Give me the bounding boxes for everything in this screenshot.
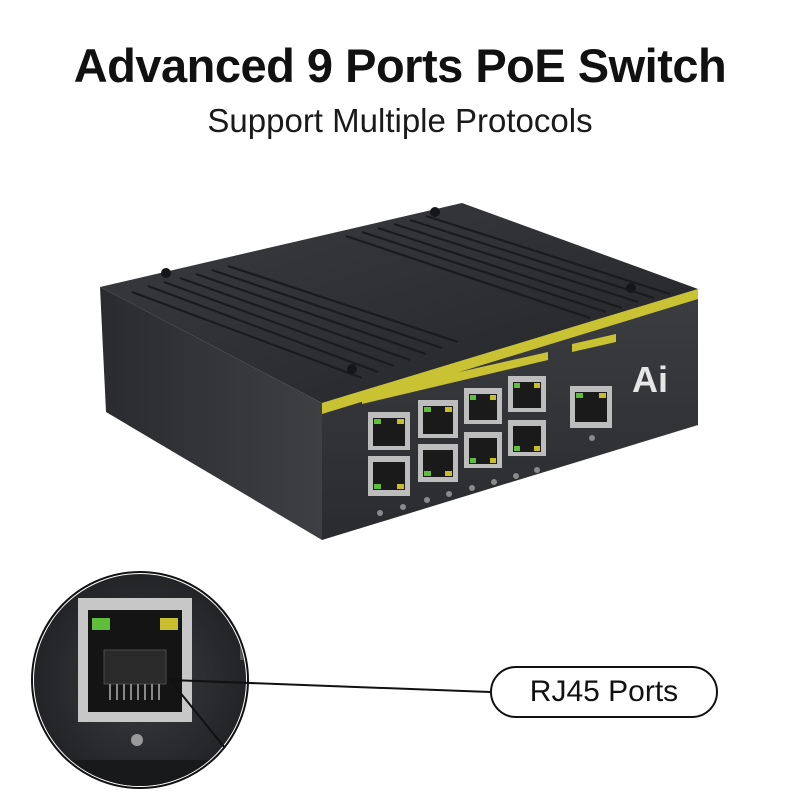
rj45-callout-label: RJ45 Ports: [490, 666, 718, 718]
heatsink-ribs: [131, 214, 671, 380]
switch-left-face: [100, 287, 322, 540]
rj45-port: [418, 444, 458, 482]
rj45-port: [368, 456, 410, 496]
port-block: [368, 376, 546, 516]
zoom-detail: [31, 571, 491, 789]
brand-logo: Ai: [632, 359, 668, 400]
accent-stripe-uplink-frame: [572, 334, 616, 352]
callout-leader-line: [169, 679, 491, 693]
headline-subtitle: Support Multiple Protocols: [207, 102, 593, 139]
rj45-port: [464, 432, 502, 468]
accent-stripe-port-frame: [362, 352, 548, 404]
rj45-port: [508, 420, 546, 456]
rj45-port: [368, 412, 410, 450]
uplink-rj45-port: [570, 386, 612, 441]
headline-title: Advanced 9 Ports PoE Switch: [73, 39, 727, 92]
rj45-port: [418, 400, 458, 438]
screws: [161, 207, 636, 374]
switch-front-face: [322, 289, 698, 540]
port-indicator-dots: [377, 467, 540, 516]
rj45-port: [464, 388, 502, 424]
switch-top-face: [100, 203, 698, 403]
callout-leader-line-short: [169, 679, 226, 749]
rj45-port: [508, 376, 546, 412]
